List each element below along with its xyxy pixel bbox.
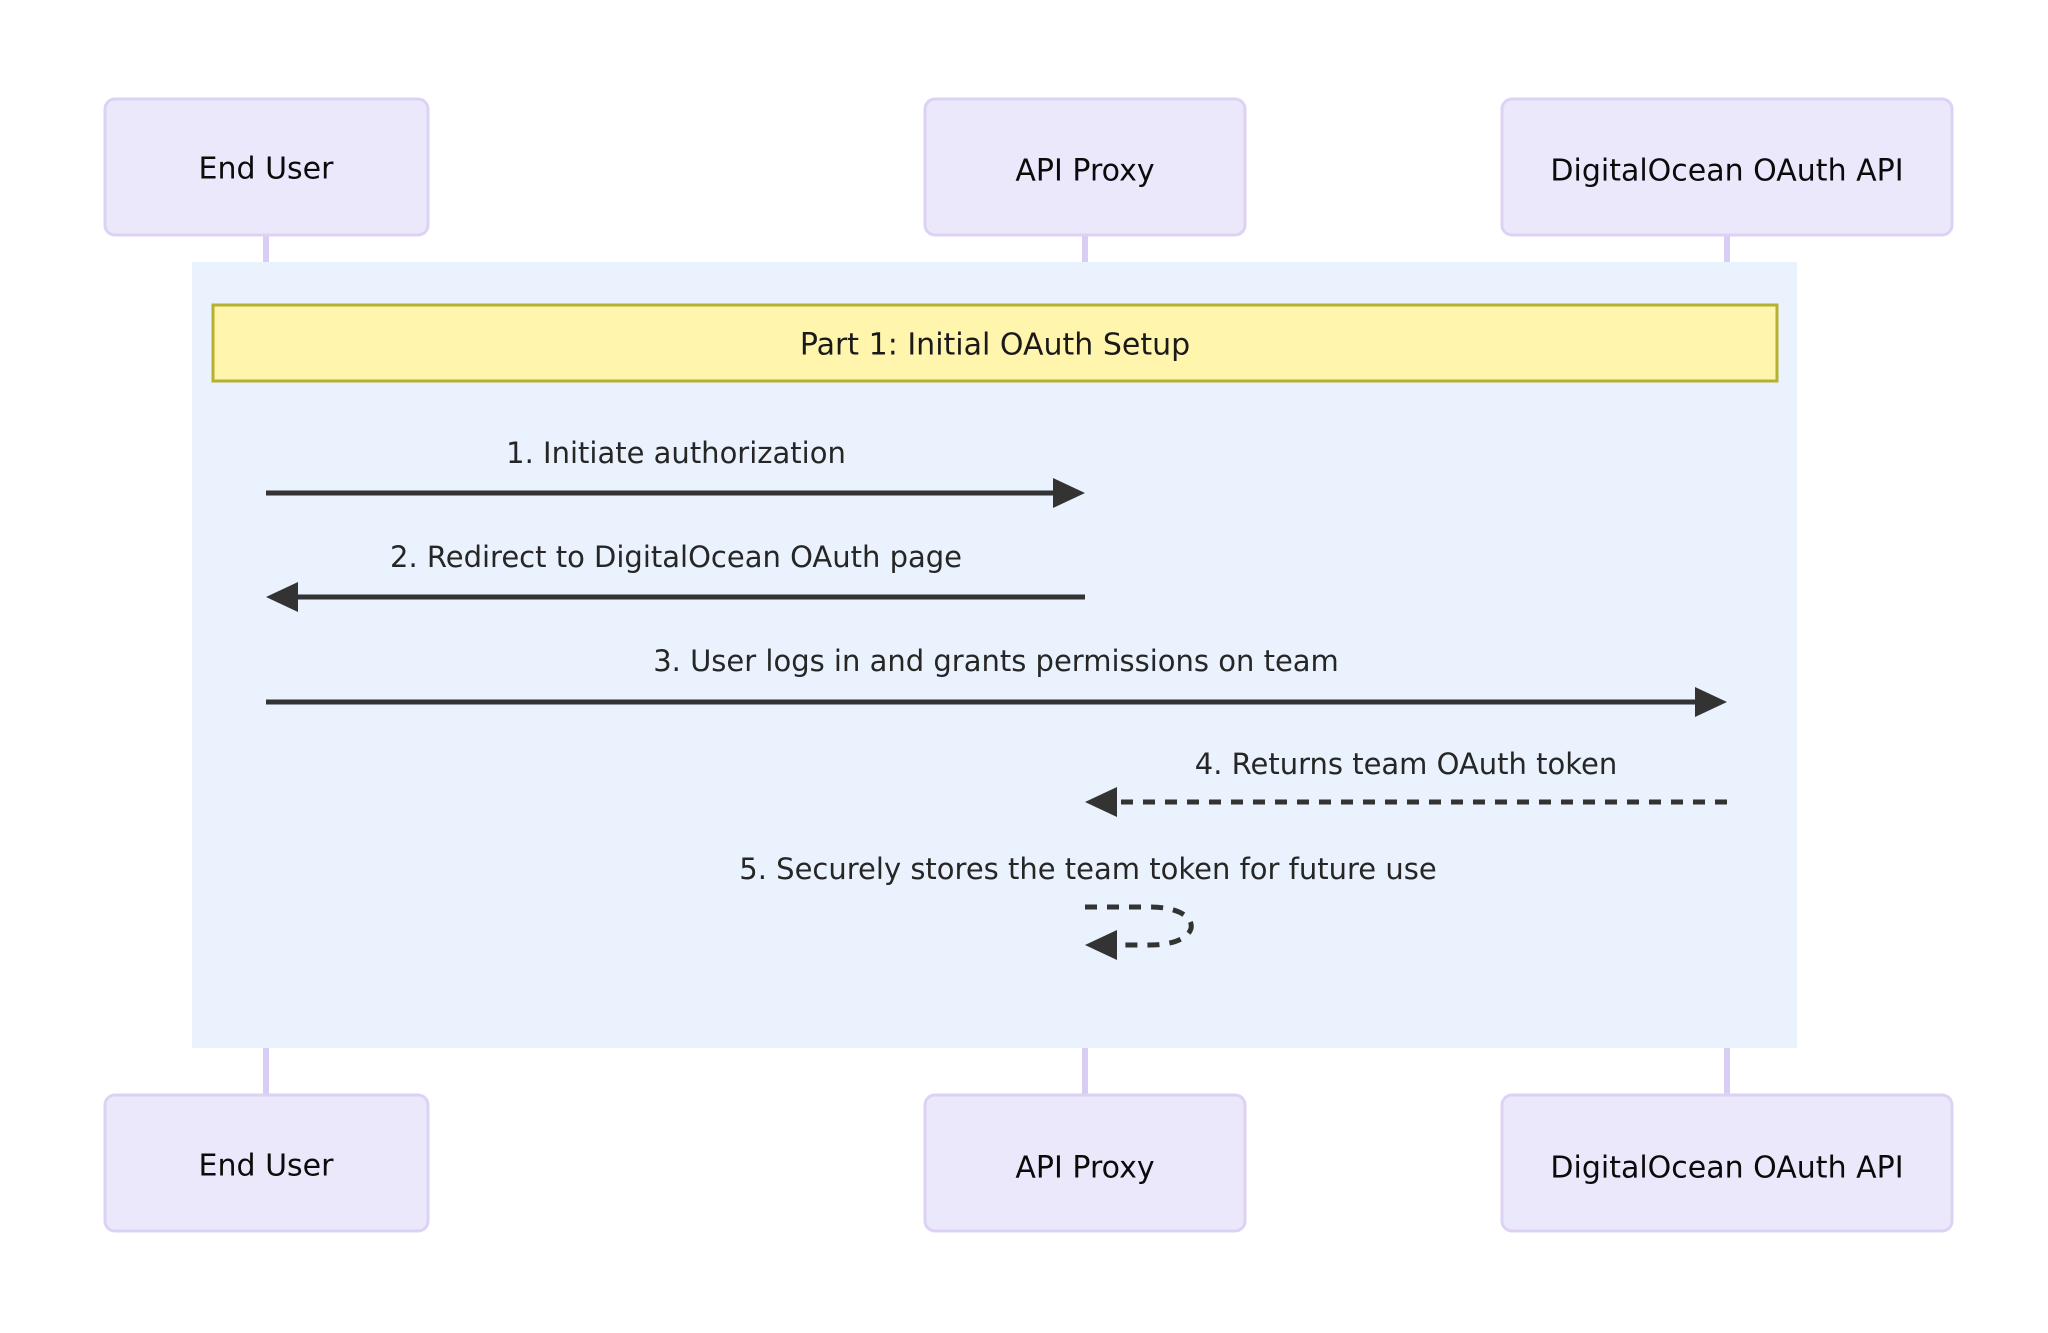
message-5-loop-path — [1085, 904, 1194, 948]
message-2: 2. Redirect to DigitalOcean OAuth page — [266, 540, 1085, 612]
message-2-label: 2. Redirect to DigitalOcean OAuth page — [390, 540, 962, 574]
actor-top-api-proxy[interactable]: API Proxy — [923, 97, 1247, 237]
actor-box-digitalocean-oauth-api-top[interactable] — [1500, 97, 1954, 237]
actor-label-digitalocean-oauth-api-bottom: DigitalOcean OAuth API — [1550, 1151, 1903, 1186]
message-5-arrowhead — [1085, 930, 1117, 960]
message-4-arrowhead — [1085, 787, 1117, 817]
message-4: 4. Returns team OAuth token — [1085, 747, 1727, 817]
message-5-label: 5. Securely stores the team token for fu… — [739, 852, 1436, 886]
actor-bottom-end-user[interactable]: End User — [103, 1093, 430, 1233]
actor-label-end-user-top: End User — [199, 152, 335, 187]
actor-box-end-user-top[interactable] — [103, 97, 430, 237]
actor-bottom-api-proxy[interactable]: API Proxy — [923, 1093, 1247, 1233]
actor-bottom-digitalocean-oauth-api[interactable]: DigitalOcean OAuth API — [1500, 1093, 1954, 1233]
actor-top-digitalocean-oauth-api[interactable]: DigitalOcean OAuth API — [1500, 97, 1954, 237]
actor-box-end-user-bottom[interactable] — [103, 1093, 430, 1233]
actor-label-api-proxy-bottom: API Proxy — [1015, 1151, 1154, 1186]
note-part-1: Part 1: Initial OAuth Setup — [211, 303, 1779, 383]
diagram-region-background — [192, 262, 1797, 1048]
message-3-arrowhead — [1695, 687, 1727, 717]
actor-top-end-user[interactable]: End User — [103, 97, 430, 237]
message-2-arrowhead — [266, 582, 298, 612]
actor-label-end-user-bottom: End User — [199, 1149, 335, 1184]
message-5: 5. Securely stores the team token for fu… — [739, 852, 1437, 960]
actor-label-api-proxy-top: API Proxy — [1015, 154, 1154, 189]
actor-box-digitalocean-oauth-api-bottom[interactable] — [1500, 1093, 1954, 1233]
message-1-arrowhead — [1053, 478, 1085, 508]
message-1-label: 1. Initiate authorization — [506, 436, 846, 470]
message-3-label: 3. User logs in and grants permissions o… — [653, 644, 1339, 678]
message-1: 1. Initiate authorization — [266, 436, 1085, 508]
actor-box-api-proxy-top[interactable] — [923, 97, 1247, 237]
message-3: 3. User logs in and grants permissions o… — [266, 644, 1727, 717]
note-box-part-1 — [211, 303, 1779, 383]
message-4-label: 4. Returns team OAuth token — [1195, 747, 1618, 781]
actor-box-api-proxy-bottom[interactable] — [923, 1093, 1247, 1233]
note-label-part-1: Part 1: Initial OAuth Setup — [800, 328, 1190, 363]
actor-label-digitalocean-oauth-api-top: DigitalOcean OAuth API — [1550, 154, 1903, 189]
